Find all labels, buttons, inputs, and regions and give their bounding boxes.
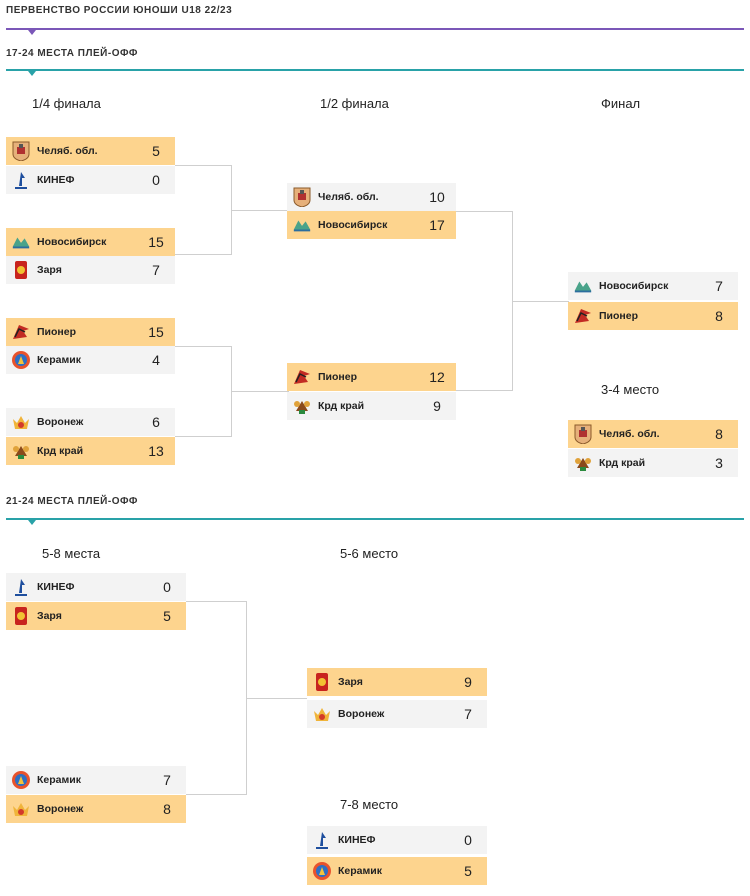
match-p78-team1[interactable]: КИНЕФ 0	[307, 826, 487, 854]
match-p58a-team1[interactable]: КИНЕФ 0	[6, 573, 186, 601]
score: 9	[433, 398, 441, 414]
match-p58a-team2[interactable]: Заря 5	[6, 602, 186, 630]
score: 13	[148, 443, 164, 459]
match-p58b-team2[interactable]: Воронеж 8	[6, 795, 186, 823]
voronezh-logo	[11, 412, 31, 432]
bracket-connector	[186, 601, 247, 795]
match-qf3-team1[interactable]: Пионер 15	[6, 318, 175, 346]
zarya-logo	[11, 606, 31, 626]
score: 6	[152, 414, 160, 430]
chelyabinsk-logo	[573, 424, 593, 444]
match-qf4-team1[interactable]: Воронеж 6	[6, 408, 175, 436]
score: 5	[464, 863, 472, 879]
score: 3	[715, 455, 723, 471]
score: 8	[715, 426, 723, 442]
pioner-logo	[573, 306, 593, 326]
match-sf2-team2[interactable]: Крд край 9	[287, 392, 456, 420]
bracket-connector	[175, 346, 232, 437]
match-sf1-team2[interactable]: Новосибирск 17	[287, 211, 456, 239]
bracket-connector	[247, 698, 307, 699]
section-divider-21-24	[6, 518, 744, 525]
score: 8	[715, 308, 723, 324]
match-sf1-team1[interactable]: Челяб. обл. 10	[287, 183, 456, 211]
match-final-team1[interactable]: Новосибирск 7	[568, 272, 738, 300]
match-qf2-team2[interactable]: Заря 7	[6, 256, 175, 284]
chelyabinsk-logo	[11, 141, 31, 161]
bracket-connector	[232, 391, 289, 392]
score: 10	[429, 189, 445, 205]
match-qf1-team2[interactable]: КИНЕФ 0	[6, 166, 175, 194]
score: 4	[152, 352, 160, 368]
keramik-logo	[11, 350, 31, 370]
zarya-logo	[312, 672, 332, 692]
score: 5	[152, 143, 160, 159]
bracket-connector	[175, 165, 232, 255]
score: 0	[152, 172, 160, 188]
bracket-connector	[232, 210, 289, 211]
match-p78-team2[interactable]: Керамик 5	[307, 857, 487, 885]
section-title-17-24: 17-24 МЕСТА ПЛЕЙ-ОФФ	[6, 48, 138, 59]
novosibirsk-logo	[11, 232, 31, 252]
novosibirsk-logo	[573, 276, 593, 296]
match-sf2-team1[interactable]: Пионер 12	[287, 363, 456, 391]
section-divider-17-24	[6, 69, 744, 76]
round-label-5-8: 5-8 места	[42, 546, 101, 561]
kinef-logo	[11, 577, 31, 597]
score: 0	[163, 579, 171, 595]
score: 9	[464, 674, 472, 690]
match-final-team2[interactable]: Пионер 8	[568, 302, 738, 330]
score: 15	[148, 234, 164, 250]
round-label-7-8: 7-8 место	[340, 797, 399, 812]
round-label-final: Финал	[601, 96, 641, 111]
score: 5	[163, 608, 171, 624]
match-third-team2[interactable]: Крд край 3	[568, 449, 738, 477]
kinef-logo	[312, 830, 332, 850]
score: 7	[715, 278, 723, 294]
keramik-logo	[312, 861, 332, 881]
score: 7	[464, 706, 472, 722]
kinef-logo	[11, 170, 31, 190]
bracket-connector	[513, 301, 569, 302]
title-divider	[6, 28, 744, 35]
match-qf4-team2[interactable]: Крд край 13	[6, 437, 175, 465]
zarya-logo	[11, 260, 31, 280]
chelyabinsk-logo	[292, 187, 312, 207]
round-label-quarterfinal: 1/4 финала	[32, 96, 101, 111]
round-label-5-6: 5-6 место	[340, 546, 399, 561]
keramik-logo	[11, 770, 31, 790]
pioner-logo	[292, 367, 312, 387]
score: 7	[163, 772, 171, 788]
score: 17	[429, 217, 445, 233]
match-p58b-team1[interactable]: Керамик 7	[6, 766, 186, 794]
krasnodar-logo	[292, 396, 312, 416]
round-label-third-place: 3-4 место	[601, 382, 660, 397]
page-title: ПЕРВЕНСТВО РОССИИ ЮНОШИ U18 22/23	[6, 5, 233, 16]
krasnodar-logo	[573, 453, 593, 473]
voronezh-logo	[11, 799, 31, 819]
section-title-21-24: 21-24 МЕСТА ПЛЕЙ-ОФФ	[6, 496, 138, 507]
match-p56-team1[interactable]: Заря 9	[307, 668, 487, 696]
bracket-connector	[456, 211, 513, 391]
krasnodar-logo	[11, 441, 31, 461]
pioner-logo	[11, 322, 31, 342]
round-label-semifinal: 1/2 финала	[320, 96, 389, 111]
score: 0	[464, 832, 472, 848]
novosibirsk-logo	[292, 215, 312, 235]
score: 7	[152, 262, 160, 278]
score: 15	[148, 324, 164, 340]
score: 8	[163, 801, 171, 817]
match-qf1-team1[interactable]: Челяб. обл. 5	[6, 137, 175, 165]
match-p56-team2[interactable]: Воронеж 7	[307, 700, 487, 728]
match-qf2-team1[interactable]: Новосибирск 15	[6, 228, 175, 256]
match-qf3-team2[interactable]: Керамик 4	[6, 346, 175, 374]
score: 12	[429, 369, 445, 385]
match-third-team1[interactable]: Челяб. обл. 8	[568, 420, 738, 448]
voronezh-logo	[312, 704, 332, 724]
